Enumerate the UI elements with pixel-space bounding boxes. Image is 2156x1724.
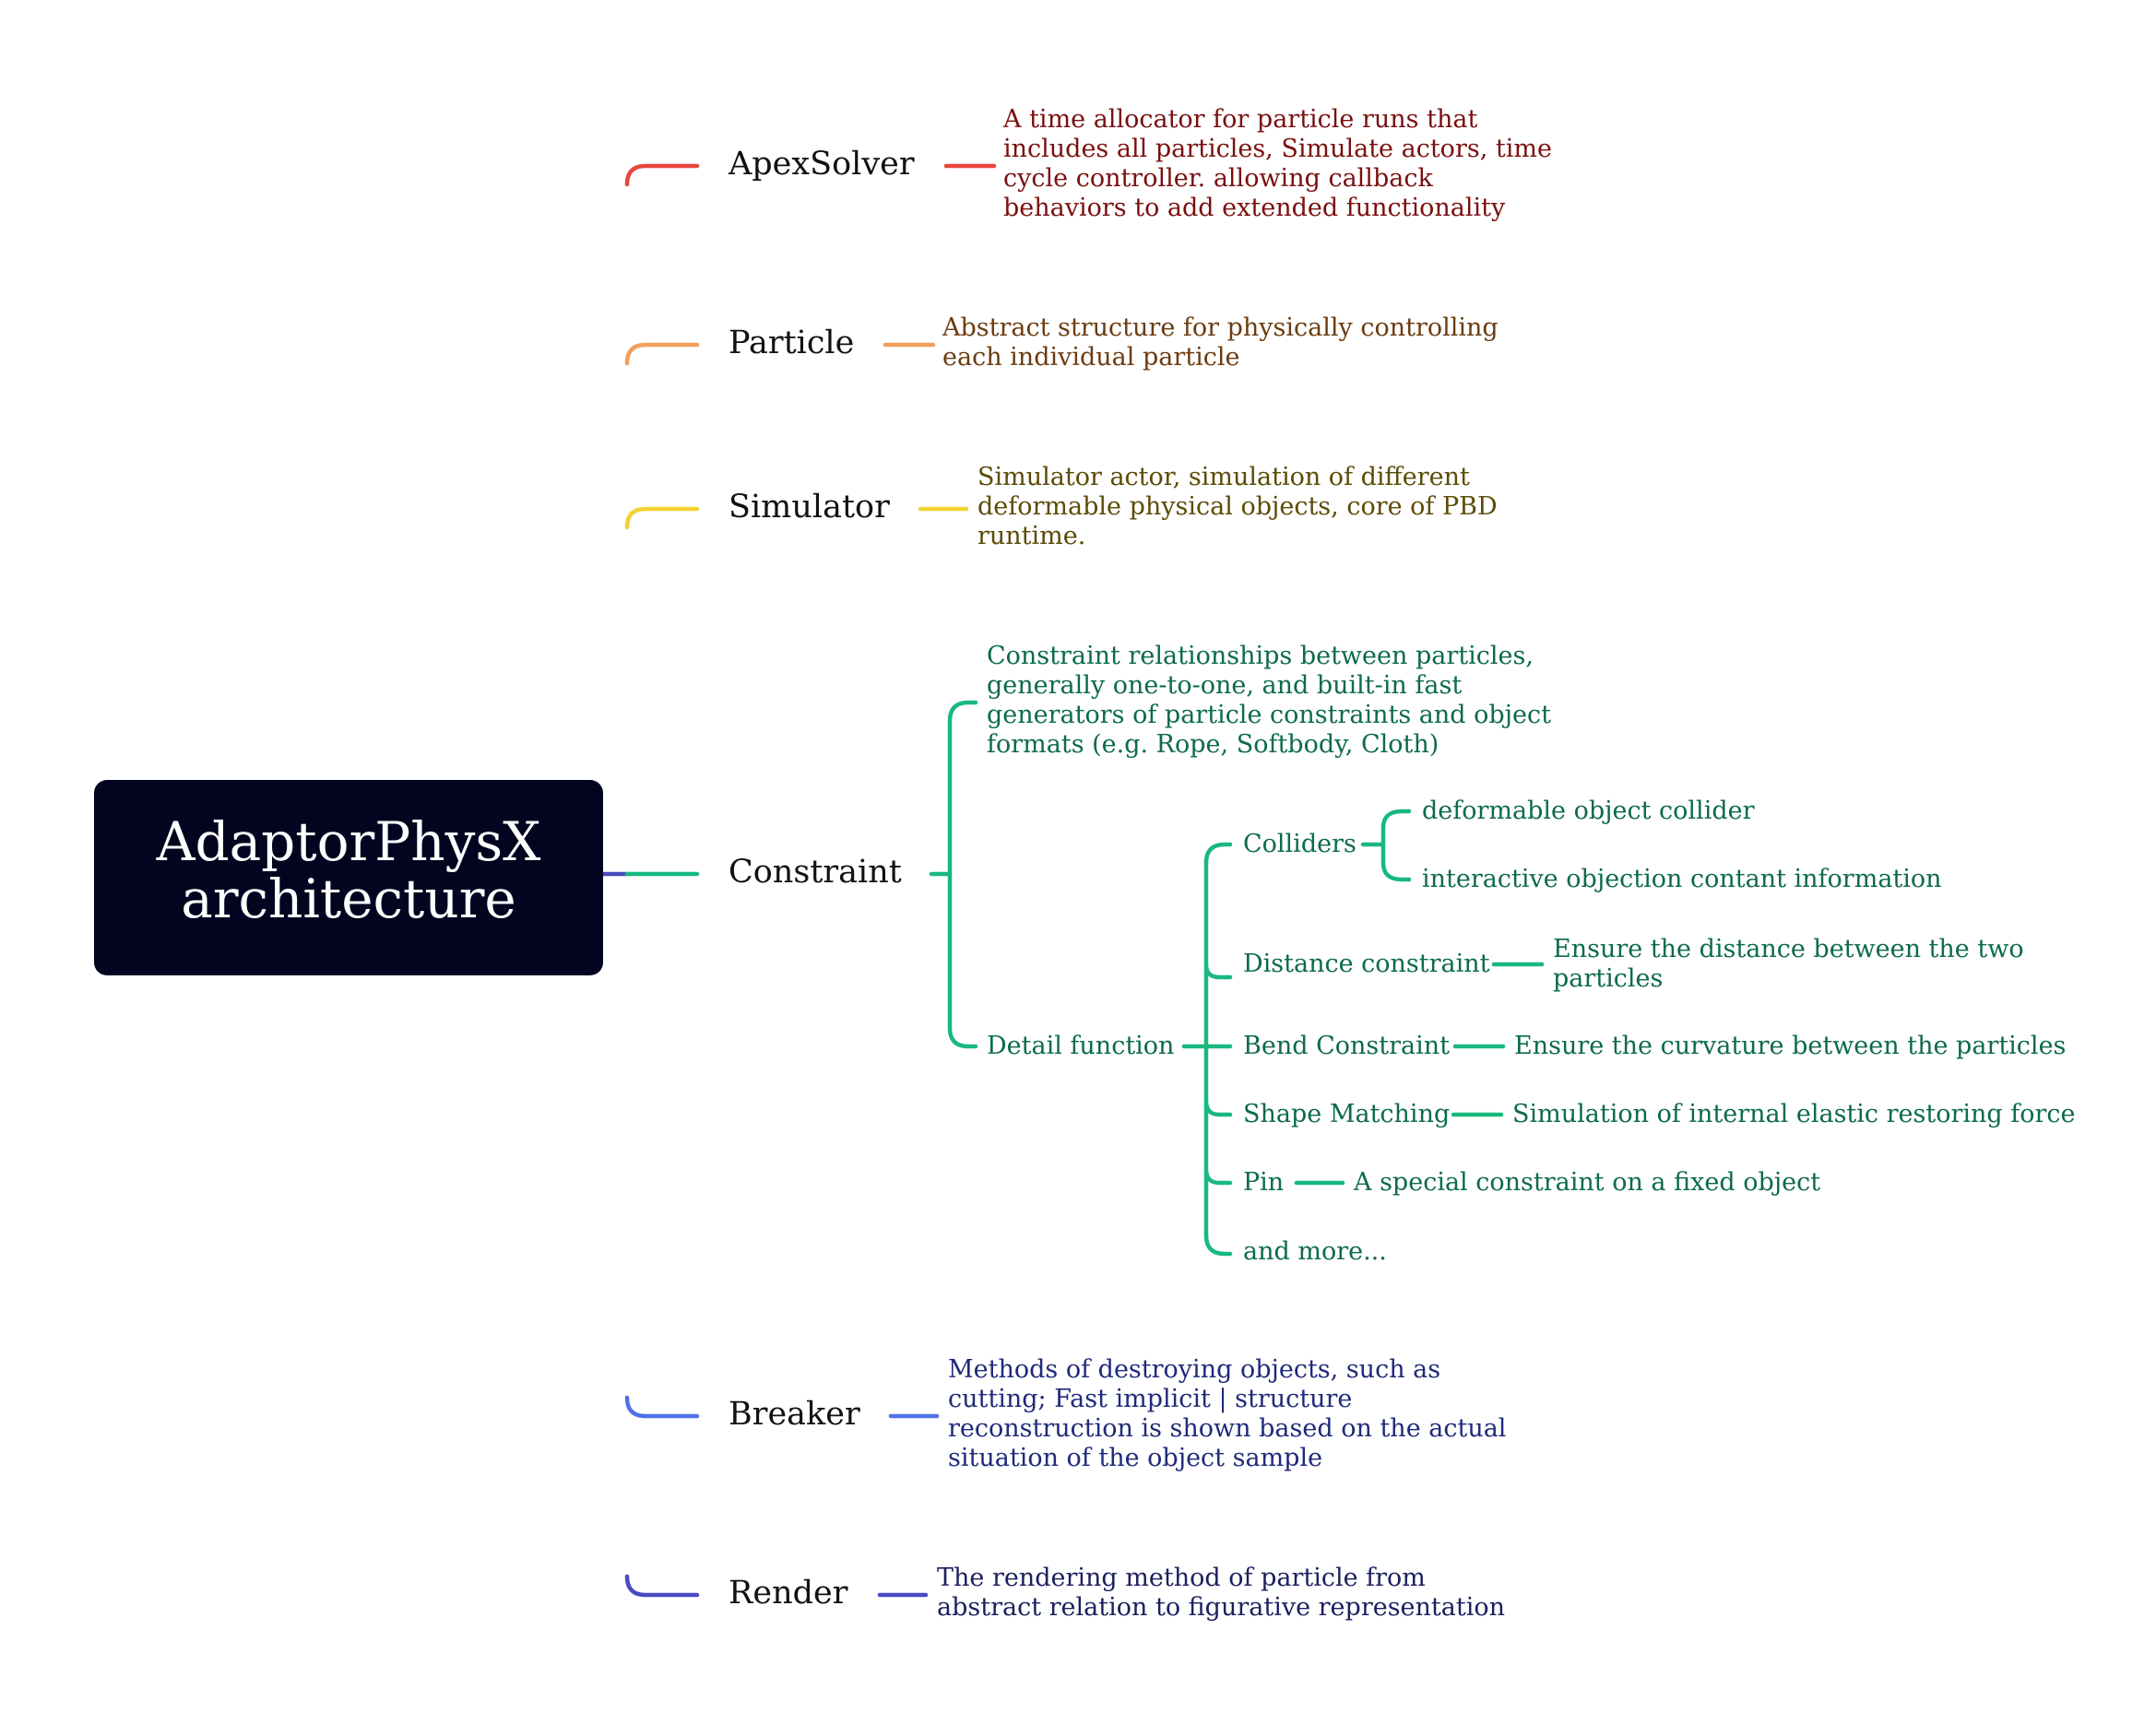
- distance-constraint-description: Ensure the distance between the two part…: [1553, 935, 2024, 993]
- apexsolver-description: A time allocator for particle runs that …: [1003, 105, 1552, 222]
- root-node: AdaptorPhysX architecture: [94, 780, 603, 975]
- constraint-bracket: [929, 700, 978, 1049]
- particle-connector: [624, 342, 700, 366]
- collider-item: deformable object collider: [1422, 797, 1755, 825]
- simulator-connector: [624, 506, 700, 530]
- detail-bracket: [1181, 842, 1233, 1257]
- collider-item: interactive objection contant informatio…: [1422, 865, 1942, 893]
- root-title: AdaptorPhysX architecture: [156, 810, 541, 930]
- and-more-label: and more...: [1243, 1237, 1387, 1266]
- constraint-label: Constraint: [729, 854, 902, 891]
- pin-description: A special constraint on a fixed object: [1354, 1168, 1821, 1197]
- render-connector: [624, 1574, 700, 1598]
- particle-description: Abstract structure for physically contro…: [942, 313, 1499, 372]
- colliders-label: Colliders: [1243, 830, 1356, 858]
- bend-constraint-description: Ensure the curvature between the particl…: [1514, 1032, 2067, 1060]
- simulator-label: Simulator: [729, 489, 890, 525]
- particle-label: Particle: [729, 325, 855, 361]
- shape-matching-description: Simulation of internal elastic restoring…: [1512, 1100, 2076, 1128]
- render-label: Render: [729, 1575, 848, 1612]
- breaker-label: Breaker: [729, 1396, 860, 1433]
- breaker-description: Methods of destroying objects, such as c…: [948, 1355, 1507, 1472]
- render-description: The rendering method of particle from ab…: [937, 1564, 1506, 1622]
- apexsolver-label: ApexSolver: [729, 146, 915, 183]
- colliders-bracket: [1360, 809, 1412, 882]
- shape-matching-label: Shape Matching: [1243, 1100, 1451, 1128]
- pin-label: Pin: [1243, 1168, 1285, 1197]
- constraint-description: Constraint relationships between particl…: [987, 642, 1552, 759]
- distance-constraint-label: Distance constraint: [1243, 950, 1490, 978]
- apexsolver-connector: [624, 163, 700, 187]
- detail-function-label: Detail function: [987, 1032, 1175, 1060]
- bend-constraint-label: Bend Constraint: [1243, 1032, 1450, 1060]
- breaker-connector: [624, 1395, 700, 1419]
- simulator-description: Simulator actor, simulation of different…: [977, 463, 1498, 550]
